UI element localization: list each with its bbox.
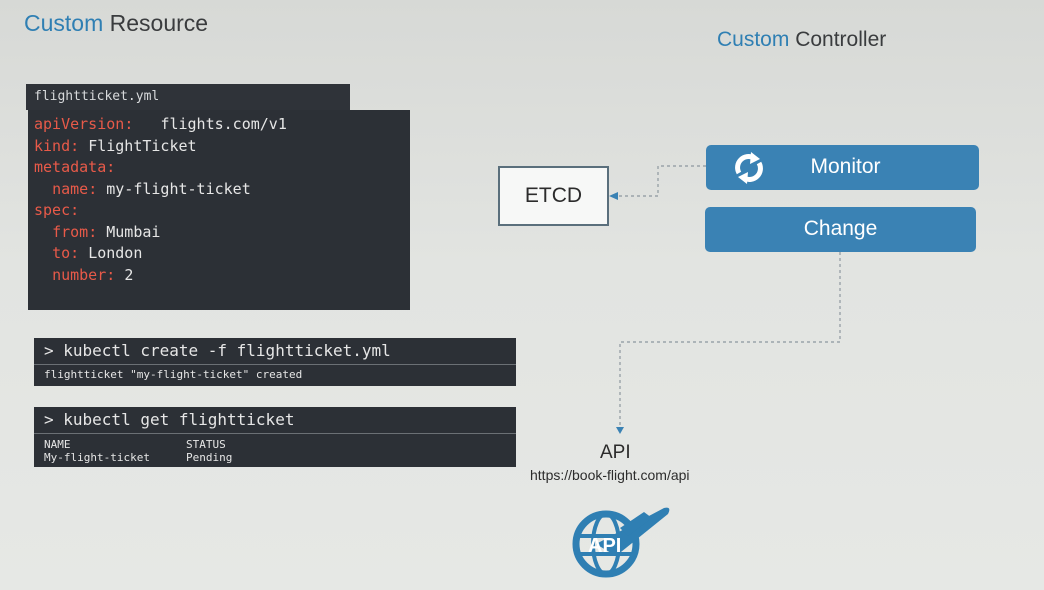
- get-row-status: Pending: [186, 451, 233, 464]
- api-url: https://book-flight.com/api: [530, 467, 690, 483]
- etcd-box: ETCD: [498, 166, 609, 226]
- yaml-value: flights.com/v1: [160, 115, 287, 133]
- yaml-key: spec: [34, 201, 71, 219]
- yaml-separator: :: [70, 244, 89, 262]
- terminal-get: > kubectl get flightticket NAME STATUS M…: [34, 407, 516, 467]
- etcd-arrowhead: [609, 192, 618, 200]
- get-row-name: My-flight-ticket: [44, 451, 150, 464]
- yaml-separator: :: [106, 158, 116, 176]
- yaml-line: kind: FlightTicket: [34, 136, 404, 158]
- yaml-line: apiVersion: flights.com/v1: [34, 114, 404, 136]
- yaml-separator: :: [70, 201, 80, 219]
- custom-controller-heading: Custom Controller: [717, 28, 886, 52]
- yaml-separator: :: [70, 136, 89, 155]
- yaml-key: to: [52, 244, 71, 262]
- yaml-line: number: 2: [34, 265, 404, 287]
- sync-icon: [730, 150, 768, 186]
- terminal-create: > kubectl create -f flightticket.yml fli…: [34, 338, 516, 386]
- yaml-filename-tab: flightticket.yml: [26, 84, 350, 110]
- yaml-line: metadata:: [34, 157, 404, 179]
- yaml-line: name: my-flight-ticket: [34, 179, 404, 201]
- custom-controller-rest: Controller: [795, 28, 887, 51]
- yaml-separator: :: [88, 222, 107, 241]
- get-header-status: STATUS: [186, 438, 226, 451]
- yaml-key: metadata: [34, 158, 107, 176]
- yaml-key: name: [52, 179, 89, 198]
- yaml-key: apiVersion: [34, 115, 125, 133]
- custom-resource-heading: Custom Resource: [24, 10, 208, 37]
- yaml-separator: :: [124, 115, 161, 133]
- get-header-name: NAME: [44, 438, 71, 451]
- yaml-value: Mumbai: [106, 222, 161, 241]
- create-output: flightticket "my-flight-ticket" created: [34, 364, 516, 381]
- yaml-line: spec:: [34, 200, 404, 222]
- monitor-label: Monitor: [810, 155, 881, 178]
- yaml-key: from: [52, 222, 89, 241]
- get-command: > kubectl get flightticket: [44, 410, 295, 429]
- globe-plane-icon: API: [566, 498, 676, 582]
- custom-resource-rest: Resource: [109, 10, 209, 36]
- api-arrowhead: [616, 427, 624, 434]
- yaml-value: 2: [124, 265, 134, 284]
- change-to-api-connector: [619, 252, 841, 428]
- yaml-separator: :: [88, 179, 107, 198]
- svg-text:API: API: [588, 535, 621, 557]
- yaml-value: FlightTicket: [88, 136, 197, 155]
- yaml-line: from: Mumbai: [34, 222, 404, 244]
- yaml-value: my-flight-ticket: [106, 179, 251, 198]
- yaml-separator: :: [106, 265, 125, 284]
- get-output-table: NAME STATUS My-flight-ticket Pending: [34, 433, 516, 466]
- api-title: API: [600, 442, 631, 463]
- yaml-line: to: London: [34, 243, 404, 265]
- monitor-to-etcd-connector: [616, 165, 706, 197]
- create-command: > kubectl create -f flightticket.yml: [44, 341, 391, 360]
- yaml-value: London: [88, 244, 143, 262]
- change-button[interactable]: Change: [705, 207, 976, 252]
- custom-resource-accent: Custom: [24, 10, 104, 36]
- custom-controller-accent: Custom: [717, 28, 790, 51]
- yaml-key: kind: [34, 136, 71, 155]
- monitor-button[interactable]: Monitor: [706, 145, 979, 190]
- yaml-key: number: [52, 265, 107, 284]
